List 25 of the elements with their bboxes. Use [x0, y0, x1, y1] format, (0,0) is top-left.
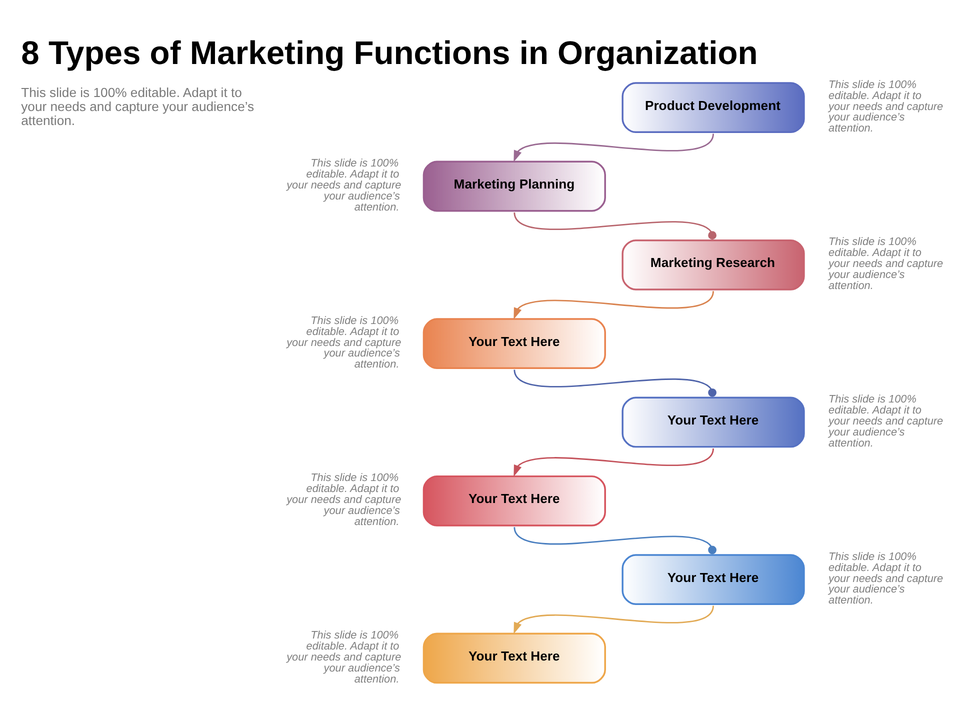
node-box: Your Text Here — [422, 318, 606, 369]
node-label: This slide is 100% editable. Adapt it to your needs and capture your audience’s attention. — [828, 78, 944, 134]
connector — [514, 212, 716, 240]
arrow — [514, 290, 714, 319]
node-label: This slide is 100% editable. Adapt it to your needs and capture your audience’s attention. — [286, 157, 402, 213]
node-box: Your Text Here — [622, 554, 805, 605]
label: This slide is 100% editable. Adapt it to your needs and capture your audience’s attention. — [21, 84, 254, 128]
node-box: Marketing Planning — [422, 160, 606, 212]
connector — [514, 526, 716, 554]
arrow — [514, 605, 714, 634]
node-label: This slide is 100% editable. Adapt it to your needs and capture your audience’s attention. — [828, 236, 944, 292]
arrow — [514, 448, 714, 476]
node-box: Your Text Here — [422, 474, 606, 526]
node-label: This slide is 100% editable. Adapt it to your needs and capture your audience’s attention. — [828, 550, 944, 606]
connector — [514, 369, 716, 396]
node-label: This slide is 100% editable. Adapt it to your needs and capture your audience’s attention. — [286, 629, 402, 685]
node-box: Your Text Here — [622, 396, 805, 448]
arrow — [514, 133, 714, 162]
node-label: This slide is 100% editable. Adapt it to your needs and capture your audience’s attention. — [286, 314, 402, 370]
node-box: Product Development — [622, 82, 805, 133]
diagram-title: 8 Types of Marketing Functions in Organization — [21, 33, 758, 70]
node-label: This slide is 100% editable. Adapt it to your needs and capture your audience’s attention. — [828, 393, 944, 449]
node-label: This slide is 100% editable. Adapt it to your needs and capture your audience’s attention. — [286, 472, 402, 528]
node-box: Your Text Here — [422, 632, 606, 684]
node-box: Marketing Research — [622, 238, 805, 290]
